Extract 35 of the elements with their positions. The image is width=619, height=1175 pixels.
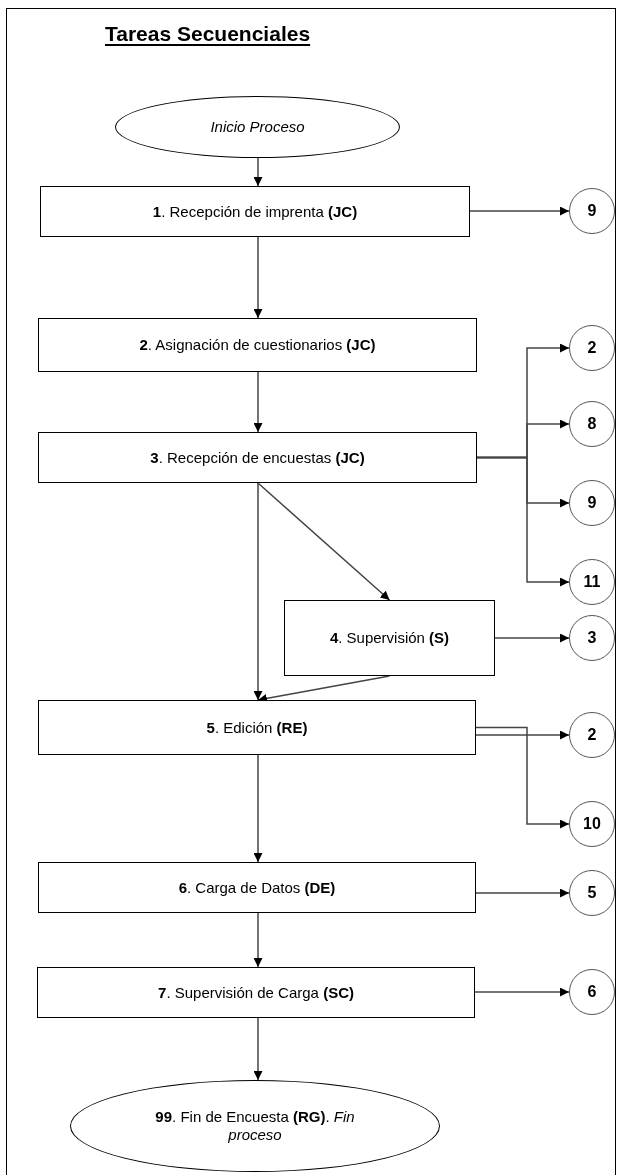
terminal-ellipse: Inicio Proceso	[115, 96, 400, 158]
connector-circle: 3	[569, 615, 615, 661]
process-box: 4. Supervisión (S)	[284, 600, 495, 676]
process-box: 2. Asignación de cuestionarios (JC)	[38, 318, 477, 372]
arrow	[257, 482, 391, 601]
arrow	[253, 482, 263, 701]
process-box: 1. Recepción de imprenta (JC)	[40, 186, 470, 237]
process-box: 5. Edición (RE)	[38, 700, 476, 755]
connector-circle: 10	[569, 801, 615, 847]
arrow	[253, 157, 263, 187]
arrow	[474, 987, 570, 997]
diagram-title: Tareas Secuenciales	[105, 22, 311, 46]
arrow	[475, 888, 570, 898]
connector-circle: 2	[569, 325, 615, 371]
arrow	[253, 754, 263, 863]
arrow	[475, 726, 570, 829]
arrow	[253, 371, 263, 433]
process-box: 7. Supervisión de Carga (SC)	[37, 967, 475, 1018]
arrow	[253, 912, 263, 968]
arrow	[476, 456, 570, 587]
arrow	[494, 633, 570, 643]
arrow	[253, 236, 263, 319]
connector-circle: 9	[569, 188, 615, 234]
arrow	[253, 1017, 263, 1081]
connector-circle: 9	[569, 480, 615, 526]
connector-circle: 11	[569, 559, 615, 605]
connector-circle: 6	[569, 969, 615, 1015]
arrow	[475, 730, 570, 740]
terminal-ellipse: 99. Fin de Encuesta (RG). Fin proceso	[70, 1080, 440, 1172]
connector-circle: 2	[569, 712, 615, 758]
arrow	[469, 206, 570, 216]
connector-circle: 8	[569, 401, 615, 447]
process-box: 3. Recepción de encuestas (JC)	[38, 432, 477, 483]
process-box: 6. Carga de Datos (DE)	[38, 862, 476, 913]
connector-circle: 5	[569, 870, 615, 916]
